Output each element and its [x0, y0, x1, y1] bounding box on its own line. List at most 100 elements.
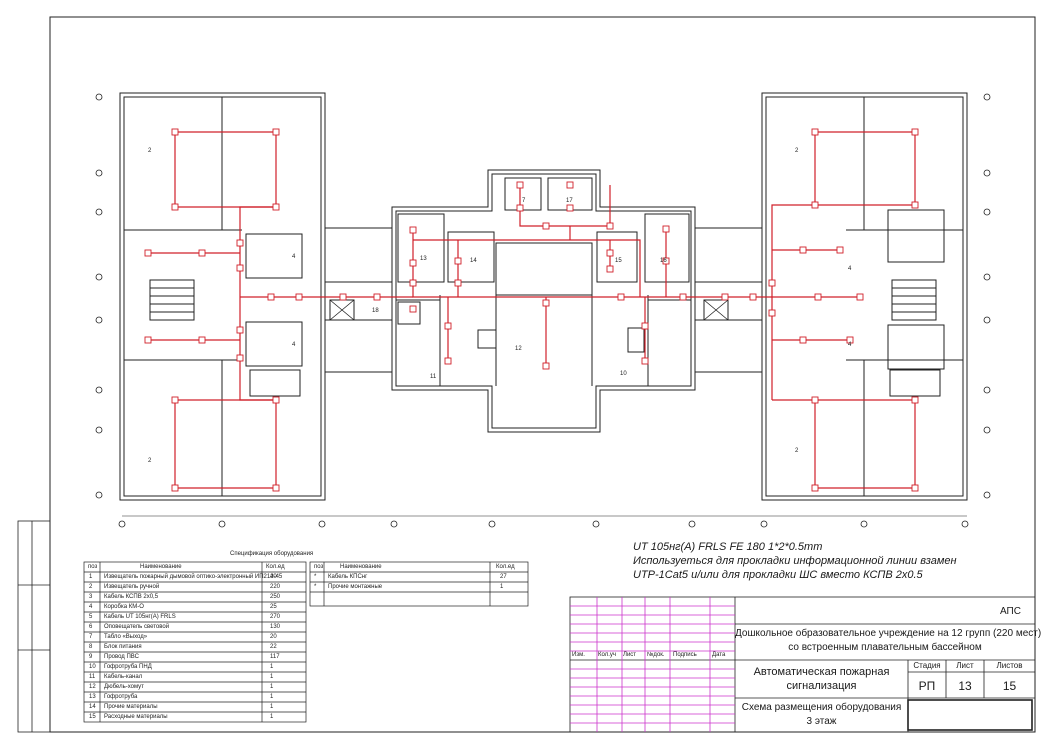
- spec-row-pos: 6: [89, 624, 93, 630]
- spec-row-pos: *: [314, 584, 317, 590]
- svg-text:14: 14: [470, 258, 477, 264]
- sheet-number: 13: [958, 679, 972, 693]
- revision-header: Лист: [623, 652, 637, 658]
- room-numbers: 2 2 4 4 2 2 4 4 11 12 10 13 14 15 16 7 1…: [148, 148, 852, 464]
- svg-text:15: 15: [615, 258, 622, 264]
- spec-row-pos: 15: [89, 714, 96, 720]
- spec-row-name: Оповещатель световой: [104, 624, 170, 630]
- axis-grid: [95, 93, 991, 528]
- spec-row-name: Блок питания: [104, 644, 142, 650]
- spec-row-qty: 40: [270, 574, 277, 580]
- svg-text:2: 2: [795, 448, 799, 454]
- spec-row-pos: 1: [89, 574, 93, 580]
- spec-row-name: Гофротруба ПНД: [104, 664, 152, 670]
- binding-strip: [17, 520, 51, 733]
- spec-row-pos: *: [314, 574, 317, 580]
- spec-row-pos: 7: [89, 634, 93, 640]
- spec-row-qty: 117: [270, 654, 280, 660]
- spec-row-pos: 8: [89, 644, 93, 650]
- spec-row-pos: 11: [89, 674, 96, 680]
- spec-row-pos: 13: [89, 694, 96, 700]
- spec-row-qty: 1: [270, 674, 274, 680]
- svg-text:4: 4: [292, 254, 296, 260]
- spec-r-header-pos: поз: [314, 564, 324, 570]
- spec-row-name: Кабель-канал: [104, 674, 143, 680]
- spec-row-name: Кабель UT 105нг(A) FRLS: [104, 614, 176, 620]
- system-name-line-2: сигнализация: [786, 680, 857, 692]
- spec-row-pos: 12: [89, 684, 96, 690]
- stage-label: Стадия: [913, 661, 941, 670]
- revision-header: Дата: [712, 652, 726, 658]
- spec-row-qty: 1: [270, 694, 274, 700]
- spec-header-pos: поз: [88, 564, 98, 570]
- svg-text:4: 4: [848, 342, 852, 348]
- revision-grid: [570, 597, 735, 732]
- spec-row-pos: 5: [89, 614, 93, 620]
- spec-row-name: Извещатель пожарный дымовой оптико-элект…: [104, 574, 283, 580]
- spec-row-qty: 270: [270, 614, 281, 620]
- spec-r-header-qty: Кол.ед: [496, 564, 515, 570]
- sheet-label: Лист: [956, 661, 974, 670]
- spec-row-name: Извещатель ручной: [104, 584, 160, 590]
- spec-row-pos: 9: [89, 654, 93, 660]
- spec-row-name: Провод ПВС: [104, 654, 139, 660]
- cable-note-line-3: UTP-1Cat5 и/или для прокладки ШС вместо …: [633, 569, 923, 581]
- spec-row-pos: 4: [89, 604, 93, 610]
- spec-row-qty: 22: [270, 644, 277, 650]
- spec-row-name: Прочие монтажные: [328, 584, 383, 590]
- revision-header: Подпись: [673, 652, 697, 658]
- svg-text:17: 17: [566, 198, 573, 204]
- spec-row-qty: 250: [270, 594, 281, 600]
- spec-row-pos: 3: [89, 594, 93, 600]
- revision-header: Кол.уч: [598, 652, 616, 658]
- svg-text:4: 4: [292, 342, 296, 348]
- spec-row-name: Расходные материалы: [104, 714, 168, 720]
- spec-row-name: Прочие материалы: [104, 704, 158, 710]
- sheet-title-line-2: 3 этаж: [806, 716, 837, 727]
- spec-row-qty: 1: [270, 684, 274, 690]
- spec-row-qty: 220: [270, 584, 281, 590]
- project-name-line-2: со встроенным плавательным бассейном: [788, 642, 982, 653]
- spec-title: Спецификация оборудования: [230, 551, 314, 557]
- svg-text:13: 13: [420, 256, 427, 262]
- logo-frame: [907, 699, 1033, 731]
- svg-text:7: 7: [522, 198, 526, 204]
- spec-header-qty: Кол.ед: [266, 564, 285, 570]
- spec-row-qty: 1: [270, 664, 274, 670]
- sheet-frame: [49, 16, 1036, 733]
- revision-header: Изм.: [572, 652, 585, 658]
- spec-row-name: Коробка КМ-О: [104, 604, 144, 610]
- doc-code: АПС: [1000, 606, 1021, 617]
- title-block-grid: [569, 596, 1036, 733]
- detector-symbols: [144, 128, 919, 492]
- spec-row-qty: 20: [270, 634, 277, 640]
- sheets-total: 15: [1002, 679, 1017, 693]
- spec-row-pos: 10: [89, 664, 96, 670]
- spec-row-name: Кабель КСПВ 2х0,5: [104, 594, 159, 600]
- svg-text:2: 2: [148, 458, 152, 464]
- spec-row-qty: 27: [500, 574, 507, 580]
- sheet-title-line-1: Схема размещения оборудования: [741, 702, 902, 713]
- svg-text:18: 18: [372, 308, 379, 314]
- stage-value: РП: [918, 679, 936, 693]
- spec-row-pos: 14: [89, 704, 96, 710]
- project-name-line-1: Дошкольное образовательное учреждение на…: [735, 628, 1042, 639]
- svg-text:16: 16: [660, 258, 667, 264]
- spec-row-name: Табло «Выход»: [104, 634, 148, 640]
- alarm-loop-wiring: [148, 131, 916, 489]
- svg-text:4: 4: [848, 266, 852, 272]
- cable-note-line-2: Используеться для прокладки информационн…: [633, 555, 957, 567]
- system-name-line-1: Автоматическая пожарная: [753, 666, 890, 678]
- svg-text:10: 10: [620, 371, 627, 377]
- spec-row-qty: 25: [270, 604, 277, 610]
- svg-text:12: 12: [515, 346, 522, 352]
- spec-row-qty: 130: [270, 624, 281, 630]
- svg-text:11: 11: [430, 374, 437, 380]
- spec-row-qty: 1: [270, 704, 274, 710]
- svg-text:2: 2: [795, 148, 799, 154]
- spec-row-qty: 1: [270, 714, 274, 720]
- elevator-symbols: [329, 299, 729, 321]
- spec-row-name: Гофротруба: [104, 694, 138, 700]
- svg-text:2: 2: [148, 148, 152, 154]
